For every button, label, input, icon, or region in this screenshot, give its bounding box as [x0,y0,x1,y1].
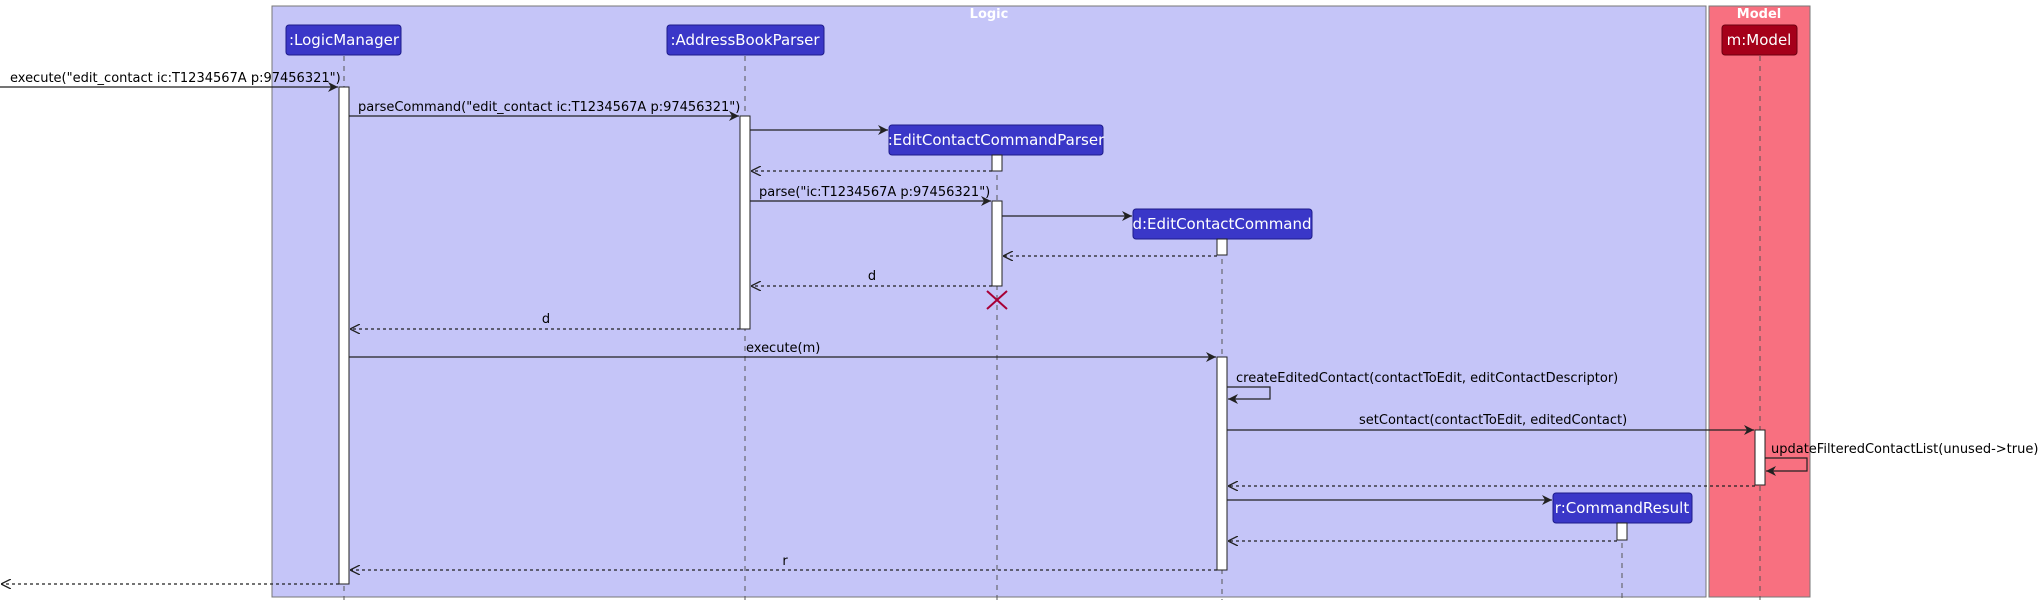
message-label: execute("edit_contact ic:T1234567A p:974… [10,71,341,86]
activation-editcontactcommand-execute [1216,356,1228,571]
activation-editcontactcommandparser-parse [991,200,1003,287]
activation-addressbookparser [739,115,751,330]
participant-addressbookparser: :AddressBookParser [666,24,825,56]
participant-label: :AddressBookParser [670,31,820,49]
message-label: parseCommand("edit_contact ic:T1234567A … [358,100,740,115]
message-updatefilteredcontactlist [1765,457,1808,476]
participant-label: m:Model [1727,31,1792,49]
message-label: parse("ic:T1234567A p:97456321") [759,185,990,200]
message-label: setContact(contactToEdit, editedContact) [1359,413,1627,428]
message-label: execute(m) [746,341,820,356]
message-label: d [542,312,550,327]
participant-label: :LogicManager [289,31,400,49]
participant-model: m:Model [1721,24,1798,56]
participant-commandresult: r:CommandResult [1552,492,1693,524]
activation-editcontactcommand-create [1216,238,1228,256]
participant-editcontactcommand: d:EditContactCommand [1132,208,1313,240]
participant-logicmanager: :LogicManager [285,24,402,56]
destroy-marker [986,290,1008,310]
participant-editcontactcommandparser: :EditContactCommandParser [888,124,1105,156]
participant-label: r:CommandResult [1555,499,1690,517]
activation-commandresult [1616,522,1628,541]
participant-label: d:EditContactCommand [1132,215,1311,233]
participant-label: :EditContactCommandParser [888,131,1105,149]
logic-group: Logic [271,5,1707,598]
message-label: r [782,554,788,569]
model-group-title: Model [1737,7,1781,22]
activation-logicmanager [338,86,350,585]
logic-group-title: Logic [970,7,1009,22]
message-label: updateFilteredContactList(unused->true) [1771,442,2038,457]
activation-model [1754,429,1766,486]
message-createeditedcontact [1227,386,1271,404]
activation-editcontactcommandparser-create [991,154,1003,172]
message-label: d [868,269,876,284]
message-label: createEditedContact(contactToEdit, editC… [1236,371,1618,386]
